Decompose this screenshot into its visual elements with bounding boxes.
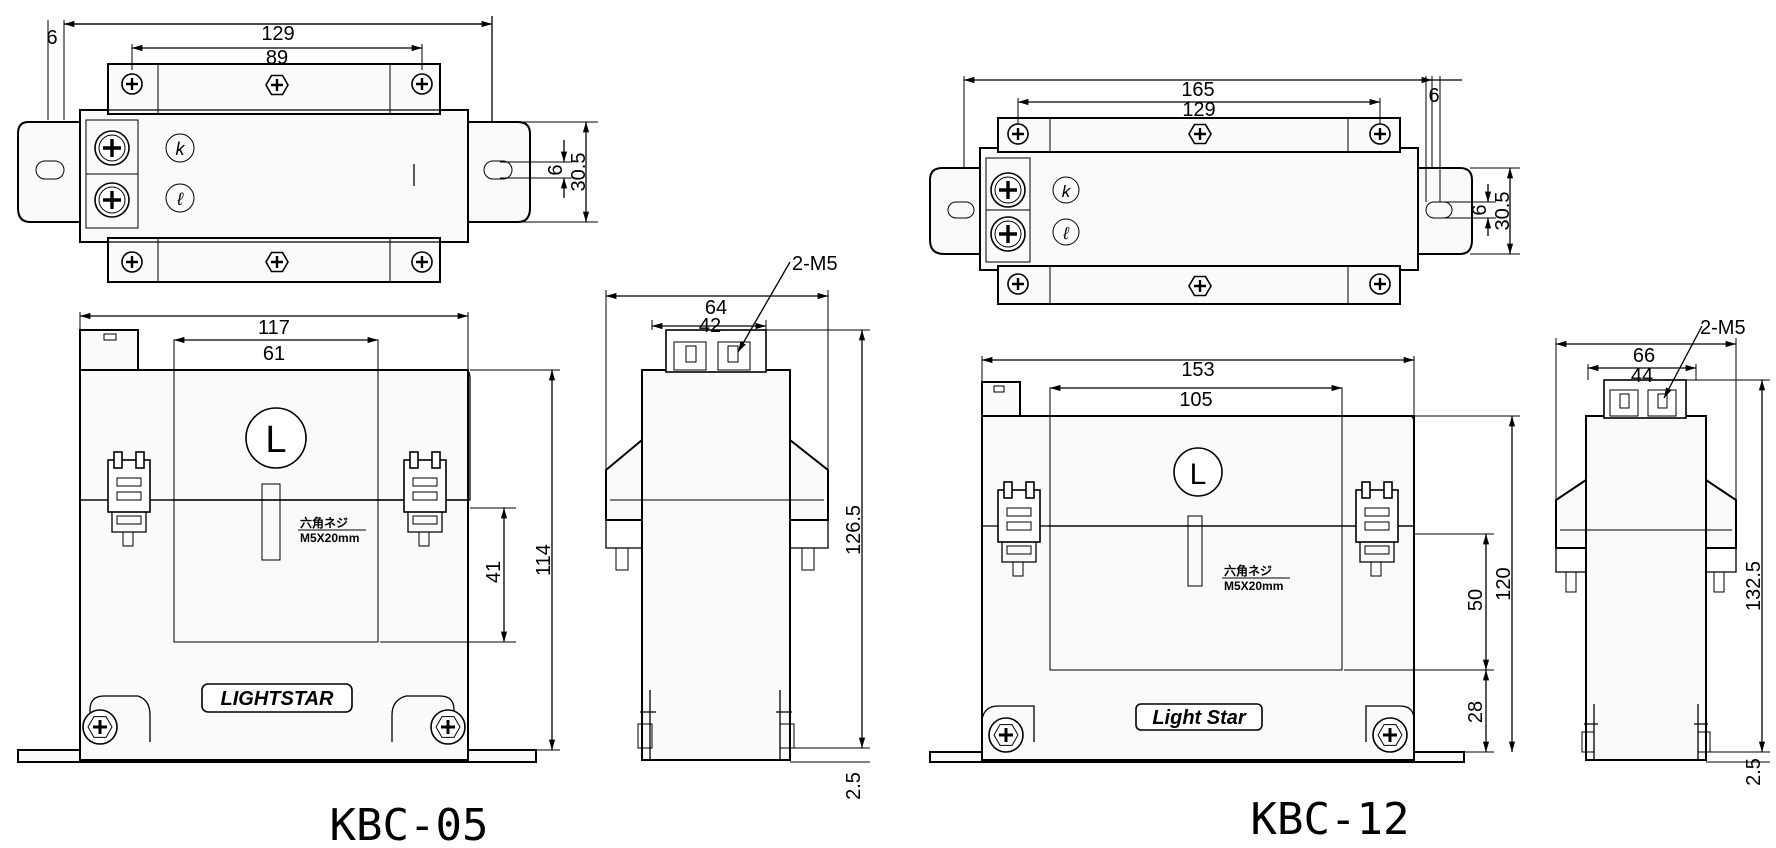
kbc12-top-view: k ℓ 165 129 6 6 30.5 [929, 76, 1520, 305]
kbc05-dim-slot: 6 [545, 164, 567, 175]
kbc05-front-view: L 六角ネジ M5X20mm LIGHTSTAR 117 61 41 114 [17, 312, 560, 763]
kbc05-screw-note-2: M5X20mm [300, 531, 359, 545]
kbc12-model-title: KBC-12 [1251, 794, 1410, 845]
kbc05-top-view: k ℓ 6 129 89 6 30.5 [17, 16, 598, 283]
kbc12-mark-k: k [1062, 182, 1072, 201]
kbc12-dim-height: 120 [1493, 567, 1515, 600]
kbc05-model-title: KBC-05 [330, 800, 489, 848]
kbc12-dim-width: 165 [1181, 79, 1214, 101]
kbc05-dim-height: 114 [533, 544, 555, 576]
kbc12-front-view: L 六角ネジ M5X20mm Light Star 153 105 50 28 … [929, 356, 1520, 763]
kbc05-mark-l: ℓ [176, 189, 184, 209]
kbc05-dim-window-h: 41 [483, 561, 505, 583]
kbc05-mark-k: k [176, 139, 186, 159]
kbc05-side-view: 64 42 2-M5 126.5 2.5 [605, 253, 870, 800]
kbc05-dim-hole: 6 [46, 27, 57, 49]
kbc12-screw-note-2: M5X20mm [1224, 579, 1283, 593]
kbc12-dim-side-height: 132.5 [1743, 561, 1765, 611]
kbc12-dim-front-width: 153 [1181, 359, 1214, 381]
kbc05-dim-terminal: 42 [699, 315, 721, 337]
kbc12-l-mark: L [1190, 458, 1207, 491]
kbc12-dim-depth: 30.5 [1492, 192, 1514, 231]
kbc05-dim-inner: 89 [266, 47, 288, 69]
kbc12-dim-inner: 129 [1182, 99, 1215, 121]
kbc12-side-view: 66 44 2-M5 132.5 2.5 [1555, 317, 1770, 786]
kbc05-dim-side-width: 64 [705, 297, 727, 319]
kbc05-dim-depth: 30.5 [568, 153, 590, 192]
kbc12-dim-slot: 6 [1469, 204, 1491, 215]
kbc12-dim-lower: 28 [1465, 701, 1487, 723]
kbc05-dim-front-width: 117 [258, 317, 290, 339]
kbc12-dim-base: 2.5 [1743, 758, 1765, 786]
kbc05-screw-note-1: 六角ネジ [300, 515, 348, 530]
kbc12-logo: Light Star [1152, 707, 1247, 729]
kbc12-dim-side-width: 66 [1633, 345, 1655, 367]
kbc12-dim-hole: 6 [1428, 85, 1439, 107]
kbc12-screw-note-1: 六角ネジ [1224, 563, 1272, 578]
kbc12-dim-window-h: 50 [1465, 589, 1487, 611]
kbc05-dim-base: 2.5 [843, 772, 865, 800]
kbc05-dim-side-height: 126.5 [843, 505, 865, 555]
kbc12-dim-window: 105 [1179, 389, 1212, 411]
kbc12-mark-l: ℓ [1062, 224, 1069, 243]
kbc12-terminal-label: 2-M5 [1700, 317, 1746, 339]
kbc05-dim-window: 61 [263, 343, 285, 365]
kbc12-dim-terminal: 44 [1631, 365, 1653, 387]
kbc05-terminal-label: 2-M5 [792, 253, 838, 275]
kbc05-l-mark: L [265, 419, 286, 461]
kbc05-dim-width: 129 [261, 23, 294, 45]
kbc05-logo: LIGHTSTAR [221, 688, 335, 710]
